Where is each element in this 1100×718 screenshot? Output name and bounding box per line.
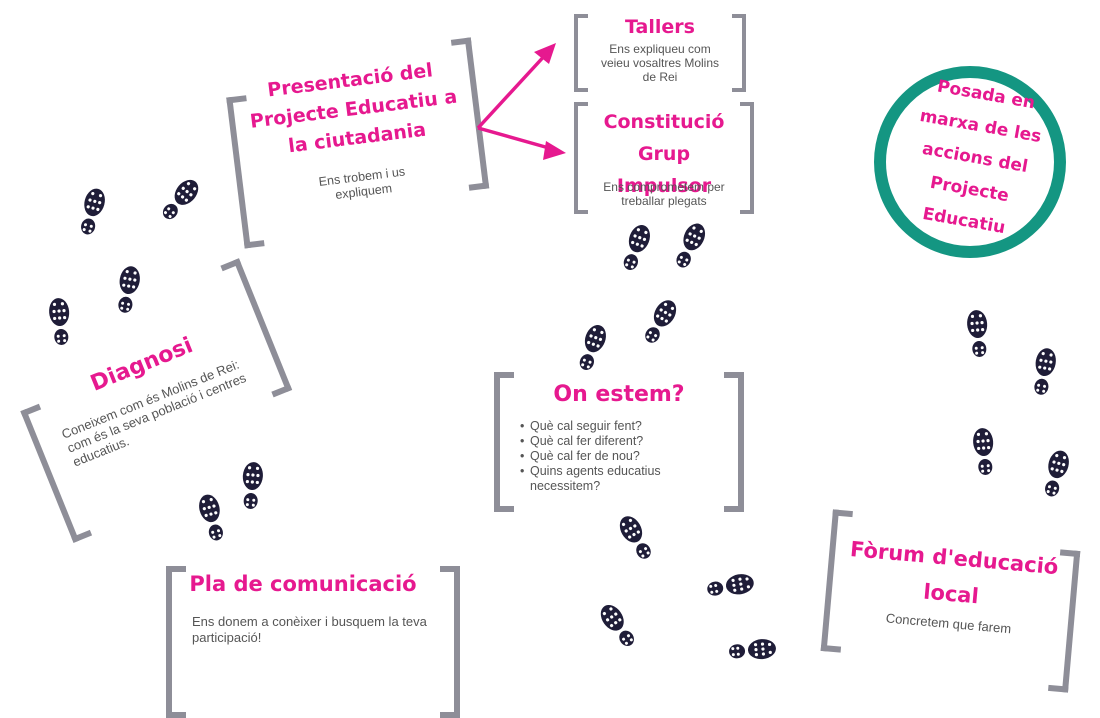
footprint-icon <box>157 175 204 225</box>
arrowhead <box>543 141 566 160</box>
footprint-icon <box>965 309 990 358</box>
bracket-right <box>740 102 754 214</box>
footprint-icon <box>1030 346 1059 397</box>
footprint-icon <box>971 427 996 476</box>
footprint-icon <box>76 186 108 237</box>
footprints-layer <box>47 175 1072 662</box>
footprint-icon <box>240 461 265 510</box>
step-title: Tallers <box>625 16 695 38</box>
process-diagram: Presentació del Projecte Educatiu a la c… <box>0 0 1100 702</box>
step-title: Constitució Grup Impulsor <box>603 111 725 197</box>
footprint-icon <box>639 296 681 347</box>
bracket-left <box>494 372 514 512</box>
step-title: On estem? <box>553 382 685 407</box>
bracket-right <box>724 372 744 512</box>
bracket-left <box>574 14 588 92</box>
list-item: Quins agents educatius necessitem? <box>520 464 720 494</box>
footprint-icon <box>671 220 710 272</box>
step-subtitle: Ens expliqueu com veieu vosaltres Molins… <box>600 42 720 84</box>
question-list: Què cal seguir fent? Què cal fer diferen… <box>520 419 720 494</box>
step-constitucio: Constitució Grup Impulsor Ens compromete… <box>574 102 754 214</box>
branch-arrows <box>476 43 566 160</box>
step-tallers: Tallers Ens expliqueu com veieu vosaltre… <box>574 14 746 96</box>
list-item: Què cal seguir fent? <box>520 419 720 434</box>
footprint-icon <box>1040 448 1072 499</box>
footprint-icon <box>705 571 756 600</box>
footprint-icon <box>574 322 610 374</box>
footprint-icon <box>196 492 228 543</box>
bracket-left <box>574 102 588 214</box>
arrow-to-constitucio <box>477 126 557 152</box>
step-on-estem: On estem? Què cal seguir fent? Què cal f… <box>494 372 744 512</box>
step-subtitle: Ens comprometem per treballar plegats <box>603 180 725 208</box>
list-item: Què cal fer de nou? <box>520 449 720 464</box>
list-item: Què cal fer diferent? <box>520 434 720 449</box>
footprint-icon <box>618 222 654 274</box>
step-subtitle: Ens donem a conèixer i busquem la teva p… <box>192 614 427 645</box>
footprint-icon <box>114 264 143 315</box>
footprint-icon <box>47 297 72 346</box>
footprint-icon <box>728 637 777 662</box>
step-title: Pla de comunicació <box>189 572 417 596</box>
footprint-icon <box>615 512 657 563</box>
bracket-right <box>732 14 746 92</box>
footprint-icon <box>596 600 640 651</box>
arrowhead <box>534 43 556 64</box>
arrow-to-tallers <box>476 50 550 130</box>
